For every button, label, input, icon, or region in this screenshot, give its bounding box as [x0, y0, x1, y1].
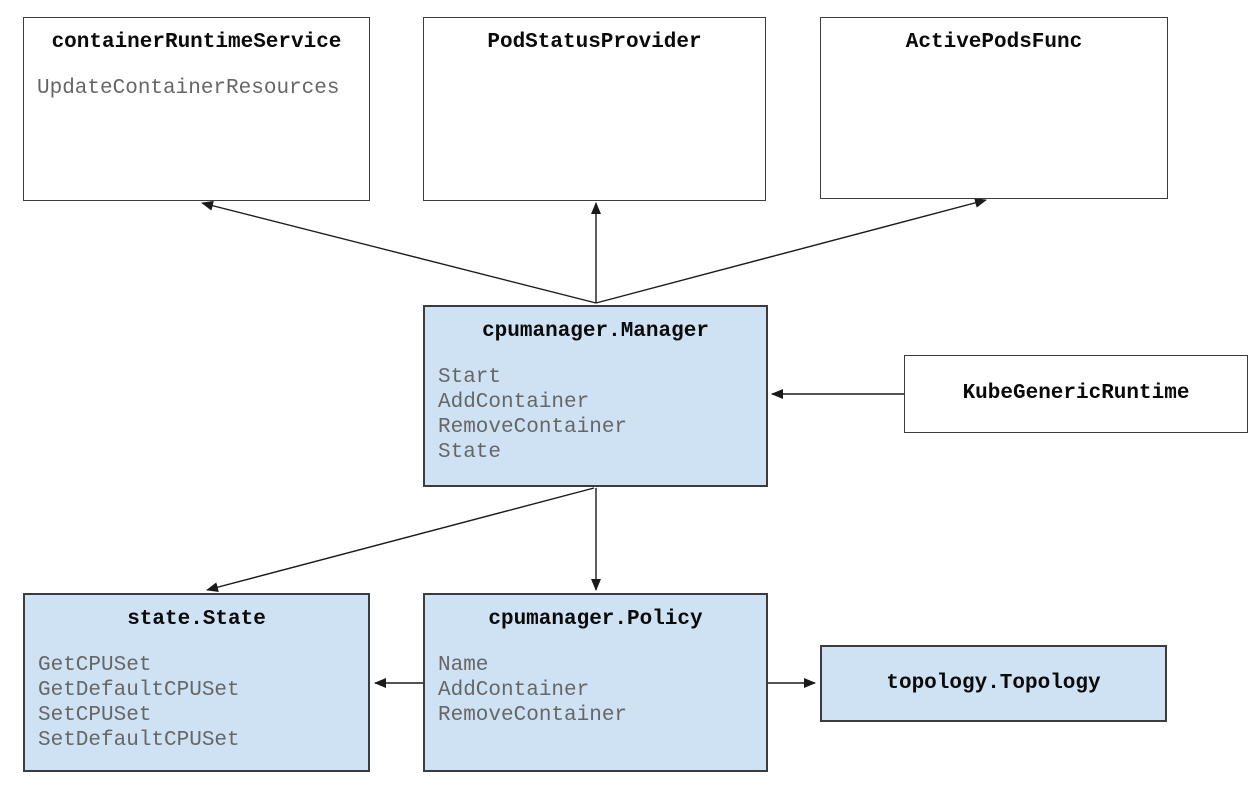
- box-cpumanager-policy: cpumanager.Policy Name AddContainer Remo…: [423, 593, 768, 772]
- box-members: Name AddContainer RemoveContainer: [425, 653, 766, 728]
- box-kube-generic-runtime: KubeGenericRuntime: [904, 355, 1248, 433]
- box-title: KubeGenericRuntime: [962, 382, 1190, 405]
- member: State: [438, 441, 502, 464]
- box-state-state: state.State GetCPUSet GetDefaultCPUSet S…: [23, 593, 370, 772]
- box-members: Start AddContainer RemoveContainer State: [425, 365, 766, 465]
- member: Start: [438, 366, 502, 389]
- member: AddContainer: [438, 391, 590, 414]
- member: UpdateContainerResources: [37, 77, 340, 100]
- box-topology-topology: topology.Topology: [820, 645, 1167, 722]
- arrow-manager-to-active-pods-func: [595, 197, 987, 304]
- box-active-pods-func: ActivePodsFunc: [820, 17, 1168, 199]
- member: GetDefaultCPUSet: [38, 679, 240, 702]
- box-container-runtime-service: containerRuntimeService UpdateContainerR…: [23, 17, 370, 201]
- box-members: GetCPUSet GetDefaultCPUSet SetCPUSet Set…: [25, 653, 368, 753]
- box-pod-status-provider: PodStatusProvider: [423, 17, 766, 201]
- box-title: cpumanager.Manager: [482, 320, 709, 343]
- member: GetCPUSet: [38, 654, 152, 677]
- member: RemoveContainer: [438, 704, 628, 727]
- member: Name: [438, 654, 489, 677]
- member: SetCPUSet: [38, 704, 152, 727]
- box-cpumanager-manager: cpumanager.Manager Start AddContainer Re…: [423, 305, 768, 487]
- member: AddContainer: [438, 679, 590, 702]
- arrow-manager-to-container-runtime-service: [201, 200, 597, 304]
- box-title: PodStatusProvider: [487, 31, 702, 54]
- box-title: containerRuntimeService: [51, 31, 342, 54]
- member: SetDefaultCPUSet: [38, 729, 240, 752]
- box-members: UpdateContainerResources: [24, 76, 369, 101]
- box-title: topology.Topology: [886, 671, 1101, 695]
- box-title: ActivePodsFunc: [905, 31, 1083, 54]
- arrow-manager-to-state-state: [206, 487, 595, 593]
- box-title: state.State: [127, 608, 266, 631]
- box-title: cpumanager.Policy: [488, 608, 703, 631]
- member: RemoveContainer: [438, 416, 628, 439]
